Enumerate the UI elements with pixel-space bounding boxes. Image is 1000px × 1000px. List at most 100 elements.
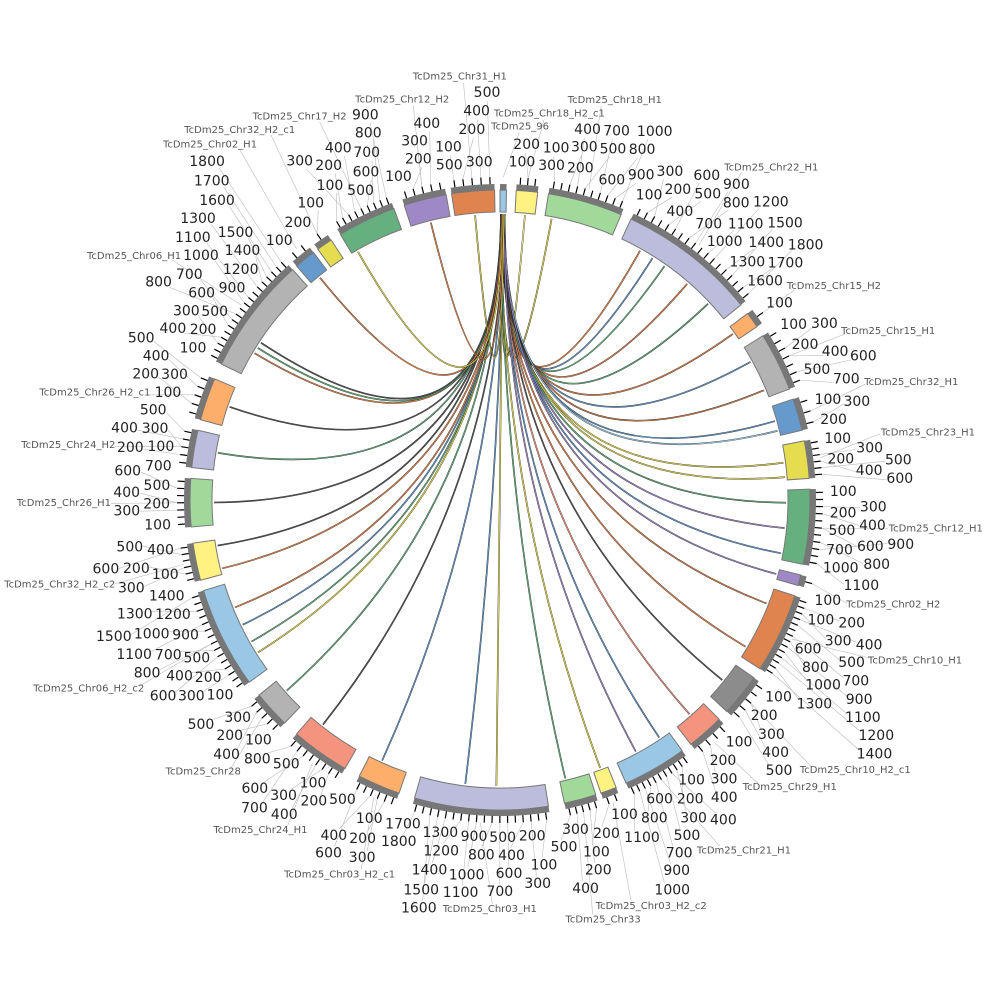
chromosome-TcDm25_Chr02_H2[interactable] bbox=[776, 569, 813, 588]
chromosome-block[interactable] bbox=[616, 732, 683, 784]
chromosome-block[interactable] bbox=[202, 583, 268, 683]
chromosome-block[interactable] bbox=[782, 440, 810, 481]
tick-label: 100 bbox=[356, 811, 383, 827]
chromosome-block[interactable] bbox=[295, 716, 357, 770]
chromosome-TcDm25_96[interactable] bbox=[499, 184, 508, 213]
tick-label: 900 bbox=[461, 829, 488, 845]
tick-mark bbox=[667, 767, 673, 774]
chromosome-TcDm25_Chr32_H2_c2[interactable] bbox=[180, 539, 223, 582]
chromosome-TcDm25_Chr26_H2_c1[interactable] bbox=[189, 376, 236, 427]
tick-mark bbox=[671, 228, 677, 236]
tick-label: 500 bbox=[329, 792, 356, 808]
chromosome-block[interactable] bbox=[199, 378, 236, 427]
chromosome-block[interactable] bbox=[559, 773, 597, 804]
chromosome-TcDm25_Chr18_H2_c1[interactable] bbox=[514, 177, 539, 215]
chromosome-block[interactable] bbox=[729, 312, 758, 340]
leader-line bbox=[655, 782, 674, 847]
tick-mark bbox=[210, 640, 218, 645]
chromosome-TcDm25_Chr21_H1[interactable] bbox=[616, 732, 688, 795]
chromosome-block[interactable] bbox=[258, 680, 301, 724]
tick-label: 300 bbox=[562, 822, 589, 838]
tick-label: 800 bbox=[468, 848, 495, 864]
chromosome-block[interactable] bbox=[499, 189, 508, 213]
tick-band bbox=[726, 677, 759, 716]
chromosome-TcDm25_Chr15_H1[interactable] bbox=[743, 332, 801, 398]
chromosome-TcDm25_Chr12_H2[interactable] bbox=[402, 182, 451, 227]
tick-label: 300 bbox=[173, 303, 200, 319]
chromosome-block[interactable] bbox=[776, 569, 802, 587]
chromosome-TcDm25_Chr06_H2_c2[interactable] bbox=[191, 583, 268, 688]
chromosome-block[interactable] bbox=[514, 189, 539, 215]
leader-line bbox=[804, 608, 840, 622]
chromosome-block[interactable] bbox=[317, 239, 344, 268]
tick-mark bbox=[814, 526, 822, 529]
chromosome-block[interactable] bbox=[191, 429, 220, 471]
leader-line bbox=[668, 200, 701, 225]
leader-line bbox=[248, 238, 267, 277]
chromosome-block[interactable] bbox=[676, 702, 720, 745]
chromosome-label: TcDm25_Chr33 bbox=[564, 915, 640, 926]
chromosome-TcDm25_Chr28[interactable] bbox=[251, 680, 301, 731]
chromosome-TcDm25_Chr24_H2[interactable] bbox=[179, 428, 220, 471]
chromosome-TcDm25_Chr03_H2_c2[interactable] bbox=[593, 766, 619, 805]
chromosome-TcDm25_Chr23_H1[interactable] bbox=[782, 439, 823, 481]
chromosome-TcDm25_Chr10_H1[interactable] bbox=[740, 588, 807, 674]
tick-mark bbox=[715, 263, 721, 270]
chromosome-block[interactable] bbox=[192, 539, 223, 581]
tick-label: 100 bbox=[435, 140, 462, 156]
leader-line bbox=[166, 412, 185, 432]
chromosome-block[interactable] bbox=[743, 335, 791, 398]
chromosome-TcDm25_Chr32_H2_c1[interactable] bbox=[314, 233, 344, 268]
chromosome-TcDm25_Chr03_H2_c1[interactable] bbox=[356, 755, 407, 805]
chromosome-block[interactable] bbox=[450, 189, 496, 217]
chromosome-TcDm25_Chr24_H1[interactable] bbox=[290, 716, 357, 779]
chromosome-TcDm25_Chr22_H1[interactable] bbox=[621, 208, 749, 320]
tick-mark bbox=[256, 286, 263, 292]
chromosome-TcDm25_Chr02_H1[interactable] bbox=[291, 245, 328, 284]
leader-line bbox=[338, 795, 371, 829]
chromosome-TcDm25_Chr06_H1[interactable] bbox=[210, 261, 308, 375]
chromosome-TcDm25_Chr33[interactable] bbox=[559, 773, 598, 816]
chromosome-TcDm25_Chr18_H1[interactable] bbox=[544, 181, 624, 236]
leader-line bbox=[661, 779, 720, 847]
leader-line bbox=[168, 359, 198, 387]
chromosome-block[interactable] bbox=[781, 488, 811, 566]
tick-label: 200 bbox=[195, 670, 222, 686]
chromosome-block[interactable] bbox=[709, 664, 755, 713]
chromosome-block[interactable] bbox=[771, 398, 803, 436]
chromosome-TcDm25_Chr03_H1[interactable] bbox=[412, 776, 550, 824]
chromosome-block[interactable] bbox=[403, 194, 451, 227]
leader-line bbox=[150, 624, 203, 653]
chromosome-TcDm25_Chr31_H1[interactable] bbox=[450, 177, 496, 217]
chromosome-block[interactable] bbox=[339, 208, 403, 254]
chromosome-TcDm25_Chr15_H2[interactable] bbox=[729, 309, 764, 340]
tick-label: 400 bbox=[762, 745, 789, 761]
tick-label: 200 bbox=[664, 182, 691, 198]
chromosome-TcDm25_Chr32_H1[interactable] bbox=[771, 397, 814, 436]
leader-line bbox=[290, 769, 323, 790]
chromosome-block[interactable] bbox=[593, 766, 617, 794]
chromosome-TcDm25_Chr29_H1[interactable] bbox=[676, 702, 726, 752]
chromosome-TcDm25_Chr26_H1[interactable] bbox=[177, 477, 214, 528]
leader-line bbox=[713, 741, 758, 784]
leader-line bbox=[467, 822, 477, 868]
tick-label: 1300 bbox=[423, 825, 459, 841]
tick-mark bbox=[737, 286, 744, 293]
chromosome-block[interactable] bbox=[413, 776, 550, 811]
chromosome-TcDm25_Chr10_H2_c1[interactable] bbox=[709, 664, 763, 718]
chromosome-block[interactable] bbox=[358, 755, 407, 794]
chromosome-block[interactable] bbox=[220, 268, 308, 375]
chromosome-label: TcDm25_Chr32_H2_c1 bbox=[183, 125, 295, 136]
leader-line bbox=[463, 82, 473, 179]
leader-line bbox=[153, 341, 202, 379]
chromosome-TcDm25_Chr12_H1[interactable] bbox=[781, 488, 824, 566]
tick-label: 1000 bbox=[707, 234, 743, 250]
chromosome-label: TcDm25_Chr29_H1 bbox=[742, 782, 837, 793]
tick-mark bbox=[291, 252, 298, 259]
chromosome-block[interactable] bbox=[544, 193, 622, 236]
chromosome-block[interactable] bbox=[621, 218, 742, 320]
chromosome-block[interactable] bbox=[295, 251, 328, 284]
chromosome-TcDm25_Chr17_H2[interactable] bbox=[336, 197, 403, 254]
leader-line bbox=[822, 513, 860, 526]
chromosome-block[interactable] bbox=[189, 477, 214, 528]
